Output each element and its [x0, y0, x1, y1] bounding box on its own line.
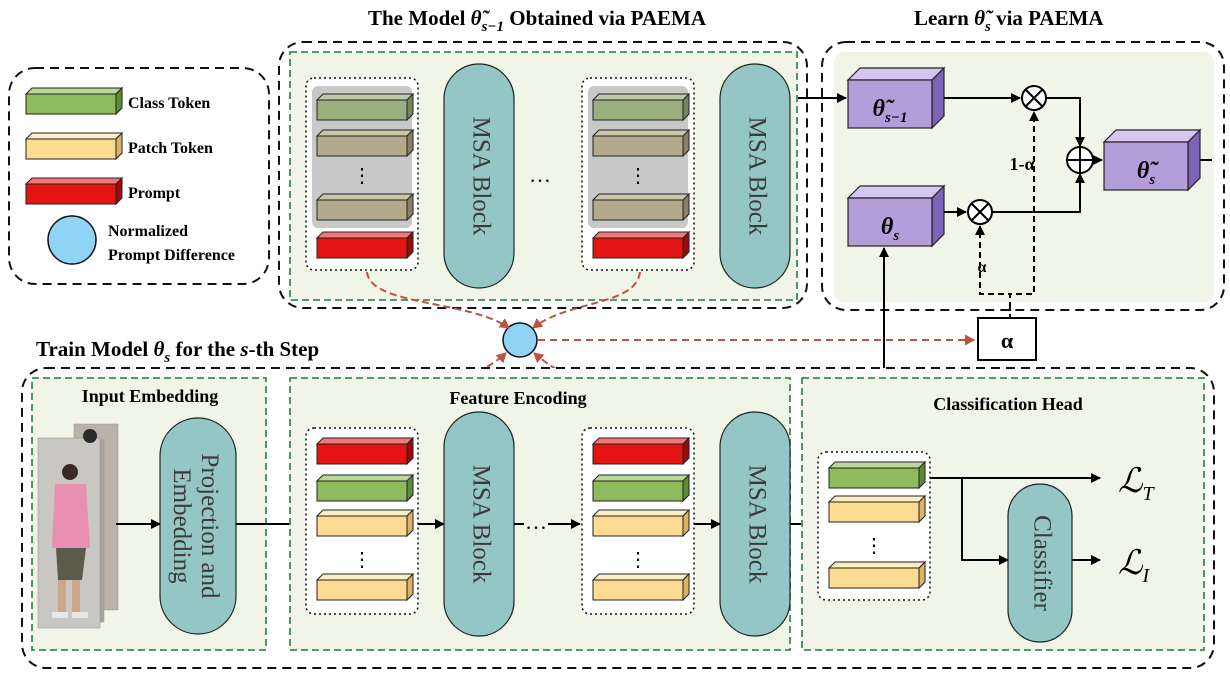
top-msa-block-2-label: MSA Block	[743, 117, 770, 236]
red-arrow-top-right	[532, 271, 641, 329]
legend-npd-label-line1: Normalized	[108, 223, 188, 240]
legend-patch-token-label: Patch Token	[128, 140, 213, 157]
top-msa-block-1-label: MSA Block	[467, 117, 494, 236]
top-vert-ellipsis-2: ⋮	[628, 165, 648, 187]
mult-cur-x2	[971, 203, 989, 221]
top-token-group-1-shade	[312, 86, 412, 228]
legend-npd-circle-icon	[47, 215, 97, 265]
train-vert-ellipsis-2: ⋮	[628, 549, 648, 571]
pedestrian-image-stack	[37, 423, 119, 629]
legend-patch-token-icon	[25, 132, 123, 160]
alpha-box-label: α	[1001, 328, 1014, 353]
train-patch-token-2b	[592, 573, 690, 601]
train-prompt-token-1	[316, 437, 414, 465]
train-panel-title: Train Model θs for the s-th Step	[36, 337, 319, 366]
head-to-classifier-arrow	[961, 478, 1009, 565]
top-patch-token-1a	[316, 129, 414, 157]
top-patch-token-2b	[592, 193, 690, 221]
legend-prompt-icon	[25, 177, 123, 205]
top-prompt-token-1	[316, 231, 414, 259]
classifier-block	[1007, 483, 1073, 643]
train-msa-block-1-label: MSA Block	[467, 465, 494, 584]
top-vert-ellipsis-1: ⋮	[352, 165, 372, 187]
learn-panel-title: Learn θ̃s via PAEMA	[914, 6, 1104, 35]
top-prompt-token-2	[592, 231, 690, 259]
classification-head-label: Classification Head	[933, 394, 1083, 414]
red-arrow-top-left	[366, 271, 510, 329]
head-vert-ellipsis: ⋮	[864, 535, 884, 557]
top-patch-token-1b	[316, 193, 414, 221]
mult-cur-to-sum-arrow	[992, 173, 1085, 213]
projection-label: Projection andEmbedding	[168, 453, 223, 599]
top-class-token-2	[592, 93, 690, 121]
top-ellipsis: …	[529, 162, 551, 187]
train-patch-token-1b	[316, 573, 414, 601]
npd-circle	[502, 322, 538, 358]
head-patch-token-a	[828, 495, 926, 523]
alpha-small-label: α	[978, 259, 987, 276]
top-class-token-1	[316, 93, 414, 121]
train-class-token-1	[316, 474, 414, 502]
legend-class-token-icon	[25, 87, 123, 115]
alpha-box	[977, 317, 1037, 361]
one-minus-alpha-line	[1009, 111, 1039, 308]
head-patch-token-b	[828, 561, 926, 589]
legend-class-token-label: Class Token	[128, 95, 210, 112]
train-ellipsis: …	[525, 509, 547, 534]
head-class-token	[828, 461, 926, 489]
loss-t-label: ℒT	[1118, 463, 1156, 505]
train-patch-token-1a	[316, 509, 414, 537]
top-msa-block-1	[443, 63, 515, 289]
classifier-label: Classifier	[1028, 515, 1055, 611]
mult-prev-to-sum-arrow	[1046, 97, 1085, 147]
train-class-token-2	[592, 474, 690, 502]
top-token-group-2-shade	[588, 86, 688, 228]
top-patch-token-2a	[592, 129, 690, 157]
train-patch-token-2a	[592, 509, 690, 537]
train-msa-block-2-label: MSA Block	[743, 465, 770, 584]
mult-prev-x2	[1025, 89, 1043, 107]
train-vert-ellipsis-1: ⋮	[352, 549, 372, 571]
one-minus-alpha-label: 1-α	[1009, 154, 1034, 174]
loss-i-label: ℒI	[1118, 545, 1151, 587]
input-embedding-label: Input Embedding	[82, 386, 219, 406]
top-panel-title: The Model θ̃s−1 Obtained via PAEMA	[368, 6, 707, 35]
legend-npd-label-line2: Prompt Difference	[108, 247, 235, 264]
legend-prompt-label: Prompt	[128, 185, 181, 202]
projection-embedding-block	[159, 417, 237, 635]
train-prompt-token-2	[592, 437, 690, 465]
theta-cur-label: θs	[881, 214, 899, 244]
feature-encoding-label: Feature Encoding	[449, 388, 586, 408]
top-msa-block-2	[719, 63, 791, 289]
